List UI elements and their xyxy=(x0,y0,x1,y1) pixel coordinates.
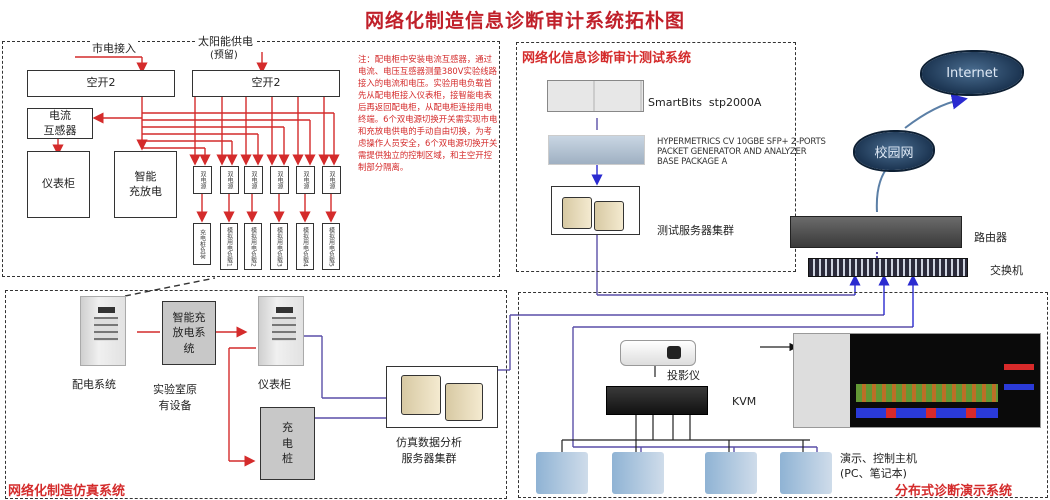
network-lines xyxy=(300,118,919,452)
distribution-label: 配电系统 xyxy=(72,378,116,391)
power-lines xyxy=(52,52,340,467)
router-device xyxy=(790,216,962,248)
dual-power-switch: 双电源 xyxy=(322,166,341,194)
distribution-cabinet xyxy=(80,296,126,366)
meter-cabinet-label: 仪表柜 xyxy=(258,378,291,391)
smartbits-label: SmartBits stp2000A xyxy=(648,96,762,109)
switch-label: 交换机 xyxy=(990,264,1023,277)
router-label: 路由器 xyxy=(974,231,1007,244)
campus-network-label: 校园网 xyxy=(874,145,914,161)
dual-power-switch: 双电源 xyxy=(244,166,263,194)
load-block: 模拟用电负载2 xyxy=(244,223,262,270)
hypermetrics-label-2: PACKET GENERATOR AND ANALYZER xyxy=(657,147,807,157)
smartbits-device xyxy=(547,80,644,112)
dual-power-switch: 双电源 xyxy=(296,166,315,194)
power-note: 注：配电柜中安装电流互感器，通过电流、电压互感器测量380V实验线路接入的电流和… xyxy=(358,54,498,172)
server-icon xyxy=(445,383,483,421)
load-block: 模拟用电负载1 xyxy=(220,223,238,270)
test-server-cluster xyxy=(551,186,640,235)
server-icon xyxy=(562,197,592,229)
load-block: 模拟用电负载5 xyxy=(322,223,340,270)
hypermetrics-label-3: BASE PACKAGE A xyxy=(657,157,728,167)
projector-label: 投影仪 xyxy=(667,369,700,382)
solar-reserved-label: (预留) xyxy=(210,50,238,61)
demo-panel xyxy=(518,292,1048,498)
dual-power-switch: 双电源 xyxy=(193,166,212,194)
server-icon xyxy=(401,375,441,415)
campus-network-cloud: 校园网 xyxy=(855,132,933,170)
host-pc xyxy=(780,452,832,494)
sim-server-cluster xyxy=(386,366,498,428)
demo-title: 分布式诊断演示系统 xyxy=(895,484,1013,499)
meter-cabinet-block: 仪表柜 xyxy=(27,151,90,218)
host-pc xyxy=(705,452,757,494)
dual-power-switch: 双电源 xyxy=(270,166,289,194)
current-transformer: 电流 互感器 xyxy=(27,108,93,139)
kvm-label: KVM xyxy=(732,395,757,408)
hosts-label: 演示、控制主机 (PC、笔记本) xyxy=(840,452,917,480)
internet-label: Internet xyxy=(946,65,998,81)
kvm-device xyxy=(606,386,708,415)
lab-device-label: 实验室原 有设备 xyxy=(153,383,197,412)
load-block: 充电桩负荷 xyxy=(193,223,211,265)
test-system-title: 网络化信息诊断审计测试系统 xyxy=(522,51,692,66)
dual-power-switch: 双电源 xyxy=(220,166,239,194)
load-block: 模拟用电负载3 xyxy=(270,223,288,270)
test-system-panel xyxy=(516,42,796,272)
load-block: 模拟用电负载4 xyxy=(296,223,314,270)
sim-servers-label: 仿真数据分析 服务器集群 xyxy=(396,436,462,465)
test-servers-label: 测试服务器集群 xyxy=(657,224,734,237)
host-pc xyxy=(612,452,664,494)
smart-charge-block: 智能 充放电 xyxy=(114,151,177,218)
charging-pile: 充 电 桩 xyxy=(260,407,315,480)
projector-device xyxy=(620,340,696,366)
hypermetrics-card xyxy=(548,135,645,165)
diagram-title: 网络化制造信息诊断审计系统拓朴图 xyxy=(364,10,685,32)
simulation-panel xyxy=(5,290,507,499)
demo-lines xyxy=(561,342,810,452)
switch-device xyxy=(808,258,968,277)
breaker-left: 空开2 xyxy=(27,70,175,97)
breaker-right: 空开2 xyxy=(192,70,340,97)
simulation-title: 网络化制造仿真系统 xyxy=(8,484,126,499)
host-pc xyxy=(536,452,588,494)
smart-charge-system: 智能充 放电系 统 xyxy=(162,301,216,365)
hypermetrics-label-1: HYPERMETRICS CV 10GBE SFP+ 2-PORTS xyxy=(657,137,826,147)
grid-input-label: 市电接入 xyxy=(90,40,138,56)
solar-input-label: 太阳能供电 xyxy=(196,33,255,49)
server-icon xyxy=(594,201,624,231)
monitoring-screen xyxy=(793,333,1041,428)
internet-cloud: Internet xyxy=(922,52,1022,94)
meter-cabinet xyxy=(258,296,304,366)
